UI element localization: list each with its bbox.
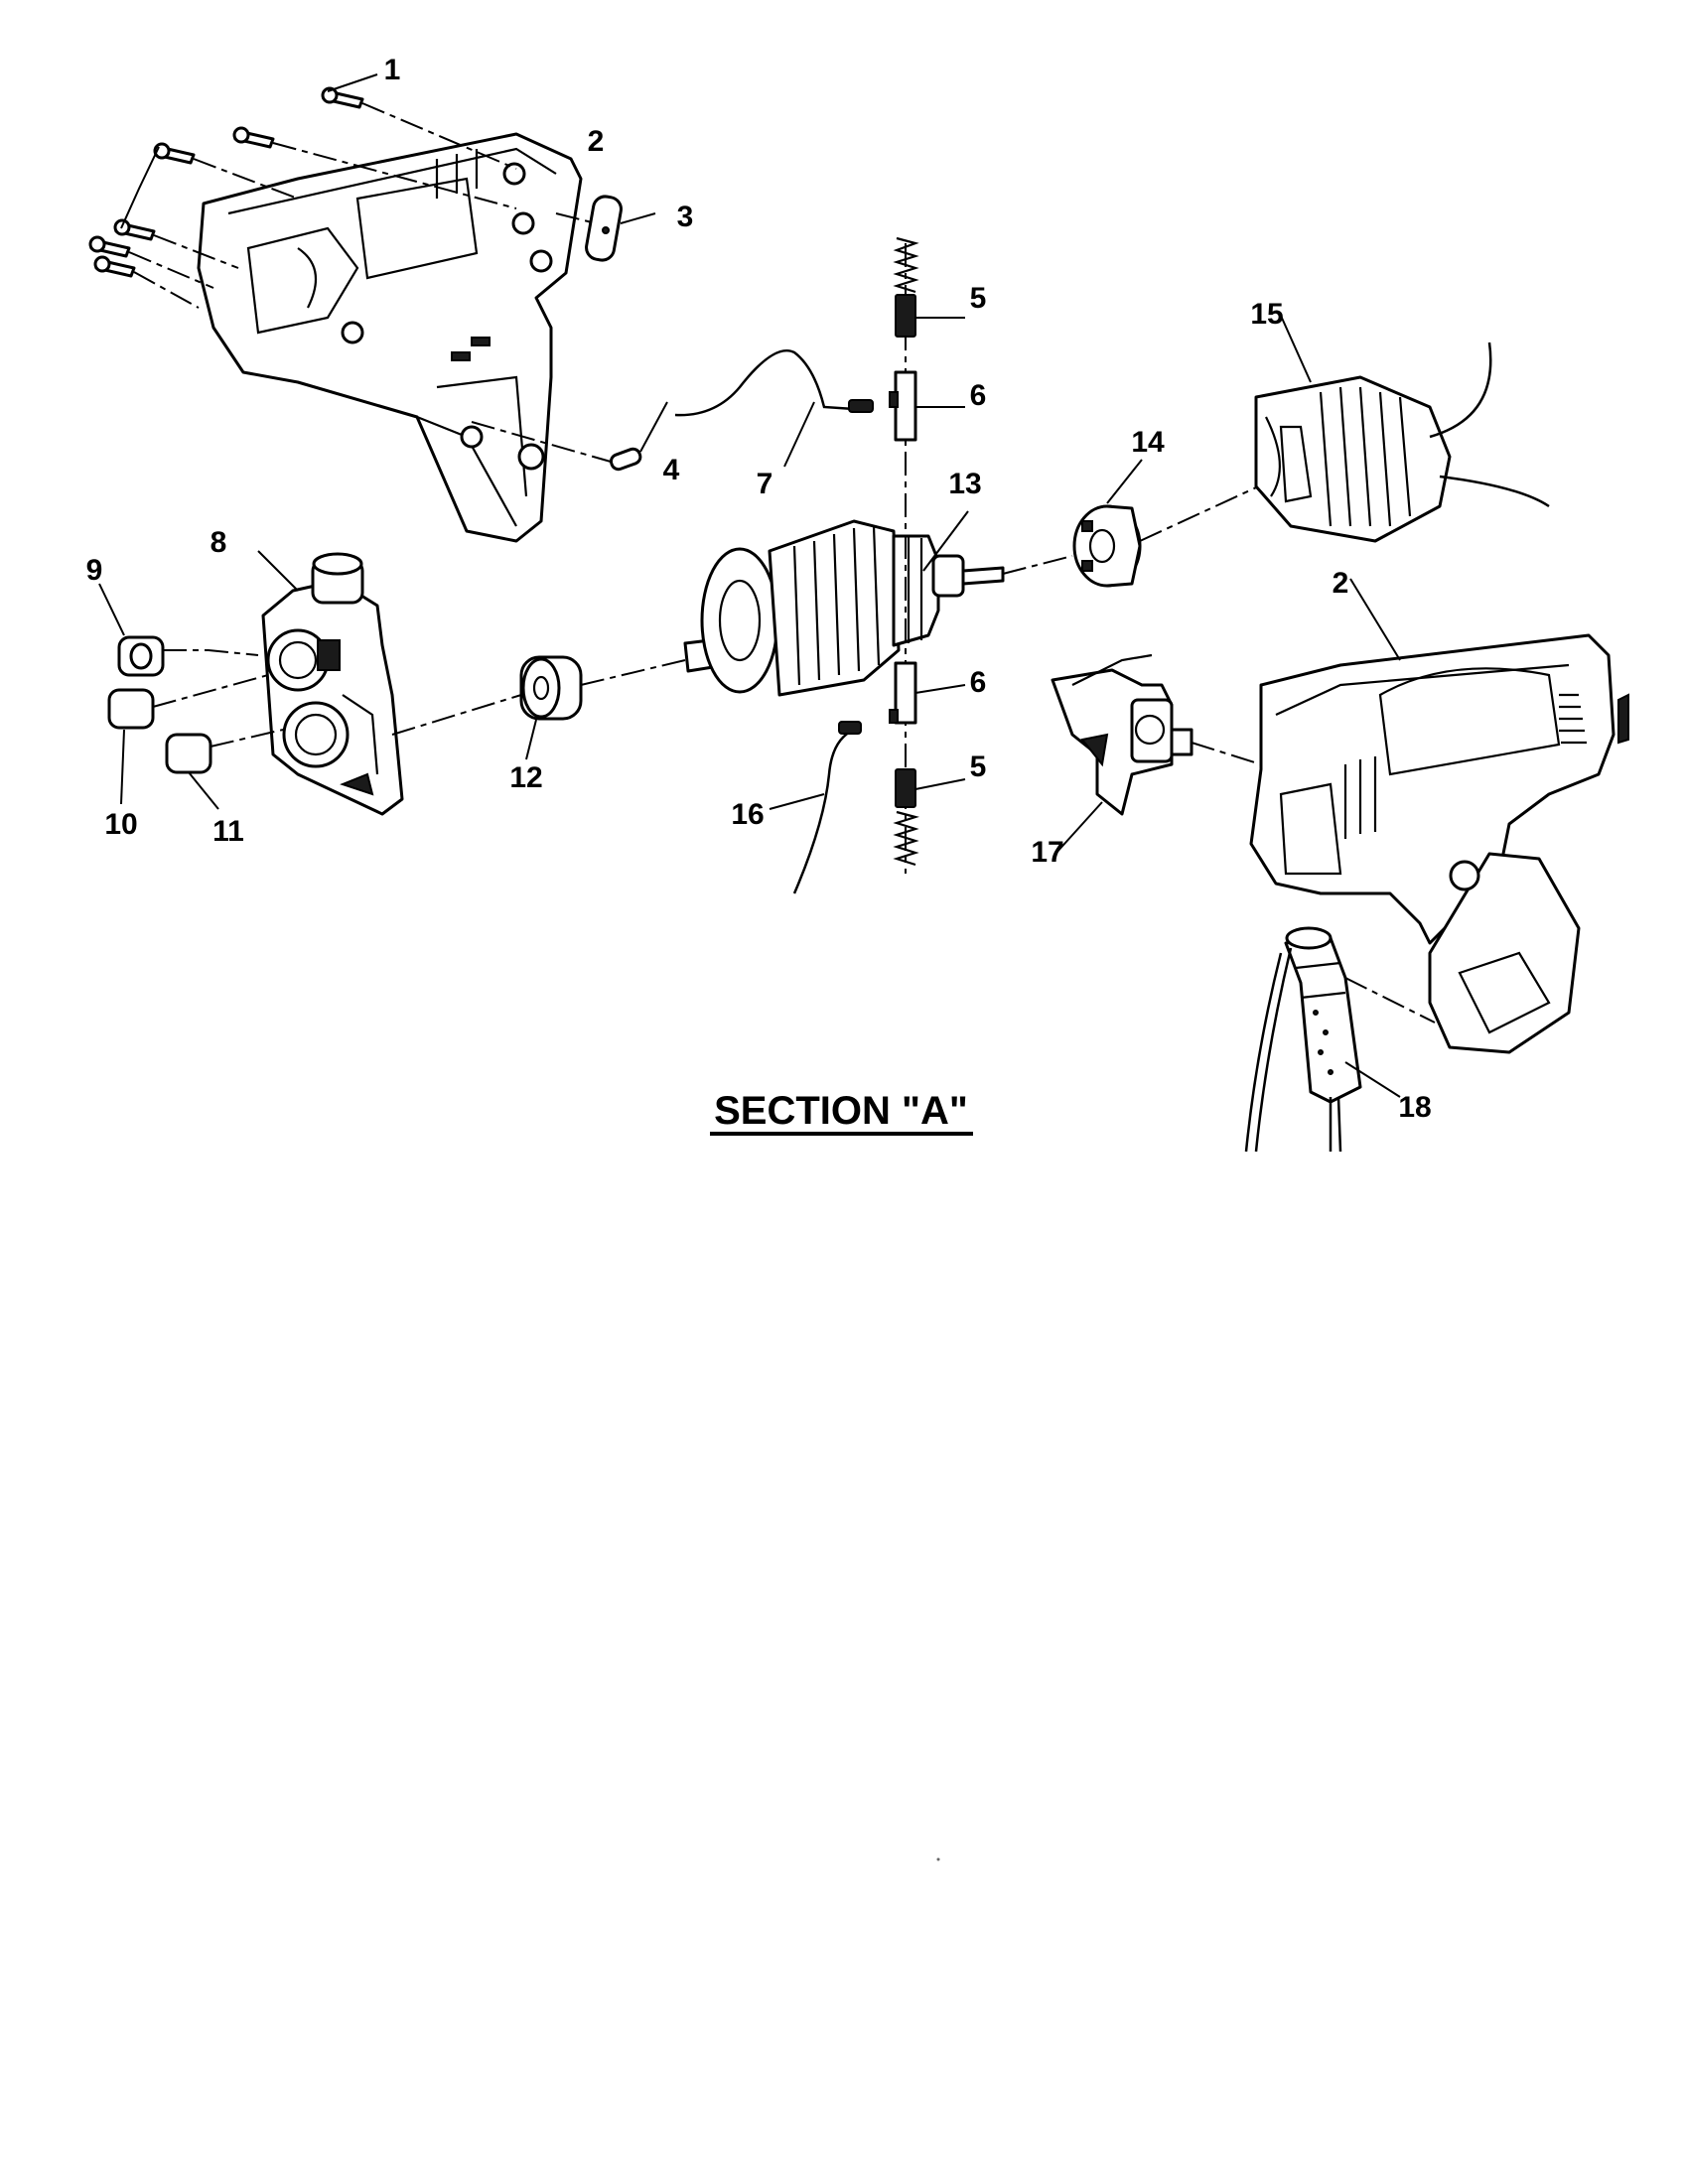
bushing-11 — [165, 733, 212, 774]
callout-5-bottom: 5 — [970, 751, 987, 783]
nameplate — [585, 195, 623, 262]
callout-6-bottom: 6 — [970, 666, 987, 699]
field-stator — [1254, 341, 1550, 543]
housing-half-left — [197, 132, 583, 543]
callout-8: 8 — [210, 526, 227, 559]
switch — [1051, 653, 1193, 816]
carbon-brush-bottom — [895, 768, 916, 808]
brush-spring-bottom — [893, 810, 919, 867]
armature — [683, 519, 1005, 697]
callout-18: 18 — [1398, 1091, 1431, 1124]
callout-12: 12 — [509, 761, 542, 794]
callout-2-bottom: 2 — [1333, 567, 1349, 600]
callout-5-top: 5 — [970, 282, 987, 315]
callout-7: 7 — [757, 468, 773, 500]
callout-3: 3 — [677, 201, 694, 233]
callout-10: 10 — [104, 808, 137, 841]
stray-dot — [936, 1857, 940, 1861]
callout-15: 15 — [1250, 298, 1283, 331]
pin — [609, 447, 642, 472]
callout-14: 14 — [1131, 426, 1165, 459]
carbon-brush-top — [895, 294, 916, 338]
callout-1: 1 — [384, 54, 401, 86]
callout-9: 9 — [86, 554, 103, 587]
bearing — [519, 655, 583, 721]
bushing-10 — [107, 688, 155, 730]
brush-holder-top — [889, 370, 917, 442]
callout-16: 16 — [731, 798, 764, 831]
bushing-9 — [117, 635, 165, 677]
cord-strain-relief — [1244, 926, 1362, 1153]
callout-17: 17 — [1031, 836, 1063, 869]
section-title: SECTION "A" — [714, 1089, 968, 1133]
callout-13: 13 — [948, 468, 981, 500]
callout-4: 4 — [663, 454, 680, 486]
callout-6-top: 6 — [970, 379, 987, 412]
section-title-underline — [710, 1132, 973, 1136]
rear-bearing — [1072, 504, 1142, 588]
callout-11: 11 — [212, 815, 244, 848]
lead-wire-top — [674, 349, 874, 417]
gear-case — [261, 552, 404, 816]
callout-2-top: 2 — [588, 125, 605, 158]
housing-half-right — [1249, 633, 1629, 1054]
lead-wire-bottom — [792, 721, 862, 894]
brush-holder-bottom — [889, 661, 917, 725]
brush-spring-top — [893, 236, 919, 294]
